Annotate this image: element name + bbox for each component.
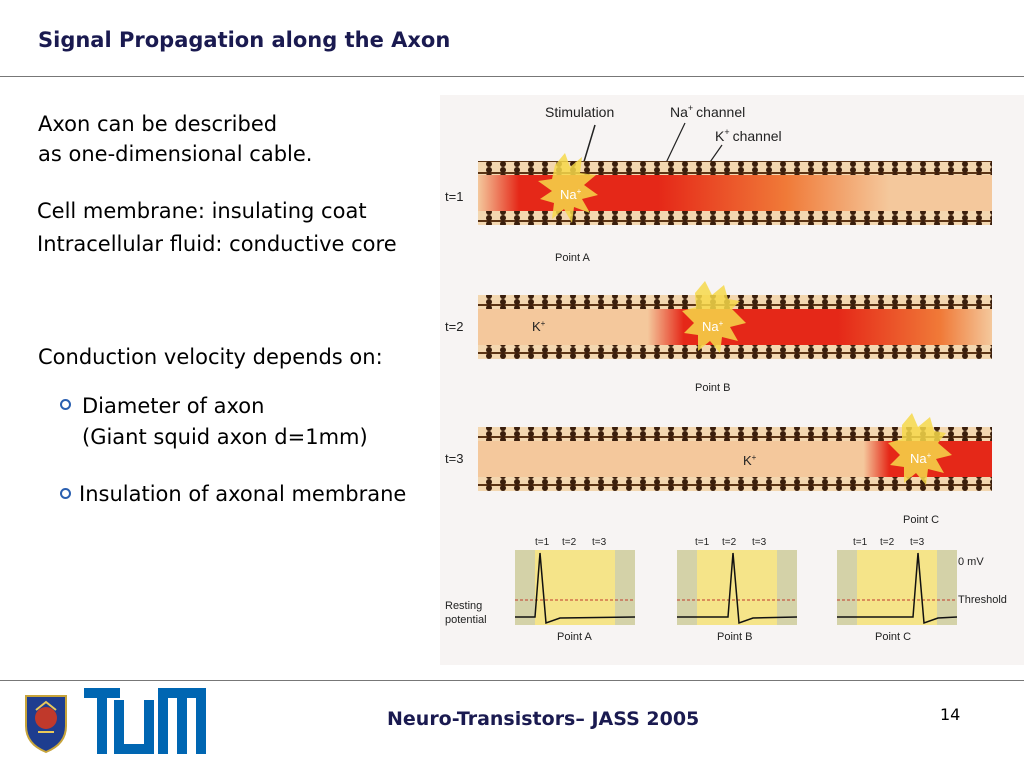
footer-divider xyxy=(0,680,1024,681)
university-crest-logo xyxy=(25,695,67,754)
potential-plot-c: t=1 t=2 t=3 Point C xyxy=(837,537,958,643)
resting-label-2: potential xyxy=(445,614,487,626)
resting-label-1: Resting xyxy=(445,600,482,612)
potential-plot-a: t=1 t=2 t=3 Point A xyxy=(515,537,636,643)
membrane-text: Cell membrane: insulating coat xyxy=(37,199,367,223)
na-ion-label: Na+ xyxy=(560,187,582,202)
point-b-label: Point B xyxy=(695,382,730,394)
k-ion-label: K+ xyxy=(532,319,546,334)
point-c-label: Point C xyxy=(903,514,939,526)
svg-text:t=2: t=2 xyxy=(722,537,737,548)
intro-line-2: as one-dimensional cable. xyxy=(38,142,313,166)
svg-text:t=3: t=3 xyxy=(752,537,767,548)
depolarization-spark-icon xyxy=(888,413,952,485)
axon-row-t3: t=3 Na+ K+ Point C xyxy=(445,413,992,526)
fluid-text: Intracellular fluid: conductive core xyxy=(37,232,397,256)
bullet-icon xyxy=(60,488,71,499)
svg-text:Point B: Point B xyxy=(717,631,752,643)
svg-text:t=3: t=3 xyxy=(910,537,925,548)
svg-text:Point A: Point A xyxy=(557,631,593,643)
zero-mv-label: 0 mV xyxy=(958,556,984,568)
na-ion-label: Na+ xyxy=(702,319,724,334)
na-ion-label: Na+ xyxy=(910,451,932,466)
stimulation-spark-icon xyxy=(538,153,598,223)
axon-row-t1: t=1 Na+ Point A xyxy=(445,153,992,264)
svg-text:t=1: t=1 xyxy=(535,537,550,548)
axon-propagation-figure: Stimulation Na+channel K+channel t=1 Na+… xyxy=(440,95,1024,665)
potential-plot-b: t=1 t=2 t=3 Point B xyxy=(677,537,798,643)
bullet-icon xyxy=(60,399,71,410)
intro-line-1: Axon can be described xyxy=(38,112,278,136)
row-label-t2: t=2 xyxy=(445,319,463,334)
svg-text:t=2: t=2 xyxy=(562,537,577,548)
axon-row-t2: t=2 Na+ K+ Point B xyxy=(445,281,992,394)
svg-text:Point C: Point C xyxy=(875,631,911,643)
na-channel-pointer xyxy=(664,122,686,166)
depolarization-spark-icon xyxy=(682,281,746,353)
bullet-1-line-2: (Giant squid axon d=1mm) xyxy=(82,425,368,449)
bullet-2-line-1: Insulation of axonal membrane xyxy=(79,482,407,506)
tum-logo xyxy=(84,688,206,754)
row-label-t3: t=3 xyxy=(445,451,463,466)
row-label-t1: t=1 xyxy=(445,189,463,204)
velocity-heading: Conduction velocity depends on: xyxy=(38,345,383,369)
title-divider xyxy=(0,76,1024,77)
na-channel-label: Na+channel K+channel xyxy=(670,103,782,144)
page-number: 14 xyxy=(940,705,961,724)
stimulation-label: Stimulation xyxy=(545,104,614,120)
svg-text:t=1: t=1 xyxy=(695,537,710,548)
bullet-1-line-1: Diameter of axon xyxy=(82,394,265,418)
threshold-label: Threshold xyxy=(958,594,1007,606)
slide-title: Signal Propagation along the Axon xyxy=(38,28,451,52)
k-ion-label: K+ xyxy=(743,453,757,468)
svg-text:Na+channel: Na+channel xyxy=(670,103,745,120)
svg-text:K+channel: K+channel xyxy=(715,127,782,144)
svg-text:t=3: t=3 xyxy=(592,537,607,548)
footer-title: Neuro-Transistors– JASS 2005 xyxy=(387,708,700,730)
point-a-label: Point A xyxy=(555,252,591,264)
svg-text:t=1: t=1 xyxy=(853,537,868,548)
svg-text:t=2: t=2 xyxy=(880,537,895,548)
